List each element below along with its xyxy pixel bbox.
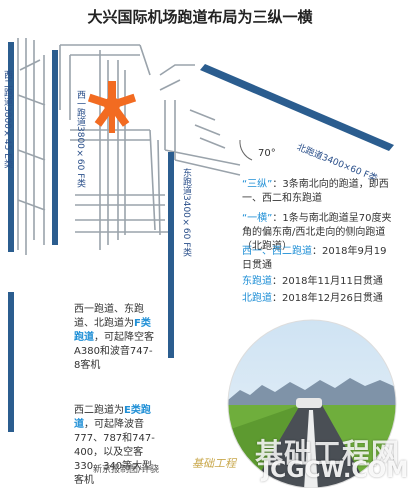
- runway-illustration: [228, 320, 396, 488]
- runway-west2: [8, 42, 14, 252]
- legend-sanzong: “三纵”：3条南北向的跑道，即西一、西二和东跑道: [242, 178, 394, 206]
- legend-yiheng-key: “一横”: [242, 213, 273, 224]
- angle-label: 70°: [258, 148, 276, 159]
- runway-label-west2: 西二跑道3800×45 E类: [2, 70, 12, 168]
- note-e-class: 西二跑道为E类跑道，可起降波音777、787和747-400，以及空客330、3…: [74, 404, 158, 488]
- note-e-prefix: 西二跑道为: [74, 405, 124, 416]
- legend-east-key: 东跑道: [242, 276, 272, 287]
- legend-yiheng-text: ：1条与南北跑道呈70度夹角的偏东南/西北走向的侧向跑道（北跑道）: [242, 213, 392, 252]
- runway-west1: [52, 50, 58, 245]
- note-f-suffix: ，可起降空客A380和波音747-8客机: [74, 332, 154, 371]
- taxiway-network: [17, 38, 241, 255]
- angle-arc: [239, 139, 253, 161]
- legend-sanzong-key: “三纵”: [242, 179, 273, 190]
- legend-east: 东跑道：2018年11月11日贯通: [242, 275, 394, 289]
- credit: 新京报制图/许骁: [93, 465, 160, 475]
- legend-west-key: 西一、西二跑道: [242, 246, 312, 257]
- legend-north-text: ：2018年12月26日贯通: [272, 293, 383, 304]
- legend-west: 西一、西二跑道：2018年9月19日贯通: [242, 245, 394, 273]
- legend-sanzong-text: ：3条南北向的跑道，即西一、西二和东跑道: [242, 179, 389, 204]
- note-f-key: F类跑道: [74, 318, 151, 343]
- watermark-small: 基础工程: [192, 457, 236, 470]
- runway-west2-extension: [8, 292, 14, 432]
- legend-west-text: ：2018年9月19日贯通: [242, 246, 387, 271]
- page-title: 大兴国际机场跑道布局为三纵一横: [87, 8, 313, 26]
- legend-north-key: 北跑道: [242, 293, 272, 304]
- terminal-building: [87, 81, 137, 133]
- note-f-class: 西一跑道、东跑道、北跑道为F类跑道，可起降空客A380和波音747-8客机: [74, 303, 156, 373]
- note-f-prefix: 西一跑道、东跑道、北跑道为: [74, 304, 144, 329]
- runway-north: [200, 64, 394, 151]
- legend-yiheng: “一横”：1条与南北跑道呈70度夹角的偏东南/西北走向的侧向跑道（北跑道）: [242, 212, 394, 254]
- runway-label-west1: 西一跑道3800×60 F类: [75, 90, 85, 188]
- runway-label-east: 东跑道3400×60 F类: [181, 168, 191, 257]
- note-e-key: E类跑道: [74, 405, 151, 430]
- watermark-cn: 基础工程网: [255, 437, 401, 470]
- watermark-en: JCGCW.COM: [262, 458, 408, 483]
- legend-north: 北跑道：2018年12月26日贯通: [242, 292, 394, 306]
- note-e-suffix: ，可起降波音777、787和747-400，以及空客330、340等大型客机: [74, 419, 155, 486]
- legend-east-text: ：2018年11月11日贯通: [272, 276, 383, 287]
- runway-east: [168, 152, 174, 358]
